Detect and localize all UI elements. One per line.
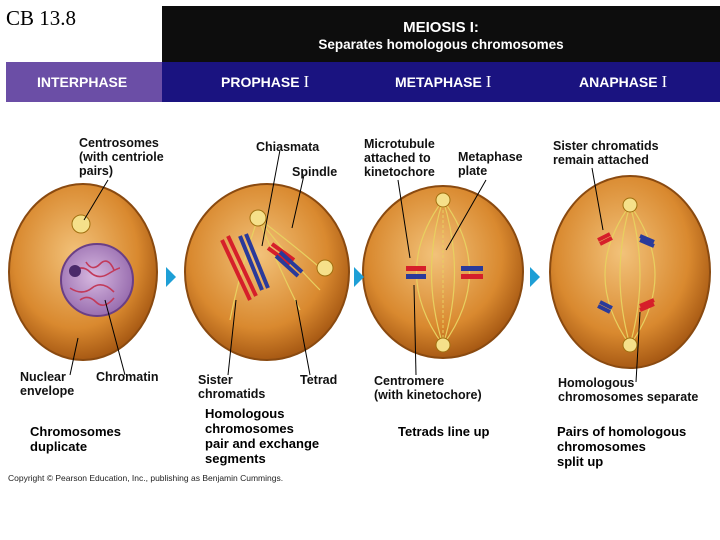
header-band: MEIOSIS I: Separates homologous chromoso… bbox=[162, 6, 720, 62]
phase-prophase: PROPHASE I bbox=[221, 72, 310, 91]
metaphase-cell bbox=[362, 185, 524, 359]
arrow-icon bbox=[530, 267, 540, 287]
label-sister-attached: Sister chromatids remain attached bbox=[553, 139, 659, 167]
leader-lines bbox=[69, 149, 641, 383]
caption-metaphase: Tetrads line up bbox=[398, 424, 490, 439]
nucleolus bbox=[69, 265, 81, 277]
header-subtitle: Separates homologous chromosomes bbox=[318, 37, 564, 52]
spindle bbox=[416, 199, 470, 346]
chromatin bbox=[69, 260, 121, 306]
nucleus bbox=[60, 243, 134, 317]
label-nuclear-envelope: Nuclear envelope bbox=[20, 370, 75, 398]
caption-interphase: Chromosomes duplicate bbox=[30, 424, 122, 454]
label-tetrad: Tetrad bbox=[300, 373, 338, 387]
label-chiasmata: Chiasmata bbox=[256, 140, 320, 154]
label-spindle: Spindle bbox=[292, 165, 338, 179]
anaphase-cell bbox=[549, 175, 711, 369]
chromosome-maternal bbox=[220, 235, 258, 301]
label-homologous-separate: Homologous chromosomes separate bbox=[558, 376, 699, 404]
interphase-cell bbox=[8, 183, 158, 361]
label-metaphase-plate: Metaphase plate bbox=[458, 150, 523, 178]
label-centromere: Centromere (with kinetochore) bbox=[374, 374, 482, 402]
label-sister-chromatids: Sister chromatids bbox=[198, 373, 266, 401]
label-microtubule: Microtubule attached to kinetochore bbox=[364, 137, 435, 179]
arrow-icon bbox=[354, 267, 364, 287]
centrosome bbox=[71, 214, 91, 234]
prophase-cell bbox=[184, 183, 350, 361]
label-chromatin: Chromatin bbox=[96, 370, 159, 384]
slide-title: CB 13.8 bbox=[6, 6, 77, 30]
caption-anaphase: Pairs of homologous chromosomes split up bbox=[557, 424, 687, 469]
spindle bbox=[604, 204, 656, 346]
phase-bar-meiosis: PROPHASE I METAPHASE I ANAPHASE I bbox=[162, 62, 720, 102]
caption-prophase: Homologous chromosomes pair and exchange… bbox=[205, 406, 320, 466]
phase-anaphase: ANAPHASE I bbox=[579, 72, 668, 91]
copyright-text: Copyright © Pearson Education, Inc., pub… bbox=[8, 473, 284, 483]
phase-metaphase: METAPHASE I bbox=[395, 72, 492, 91]
label-centrosomes: Centrosomes (with centriole pairs) bbox=[79, 136, 164, 178]
chromosome-paternal bbox=[238, 233, 270, 291]
arrow-icon bbox=[166, 267, 176, 287]
phase-interphase: INTERPHASE bbox=[6, 62, 162, 102]
header-title: MEIOSIS I: bbox=[403, 19, 479, 36]
